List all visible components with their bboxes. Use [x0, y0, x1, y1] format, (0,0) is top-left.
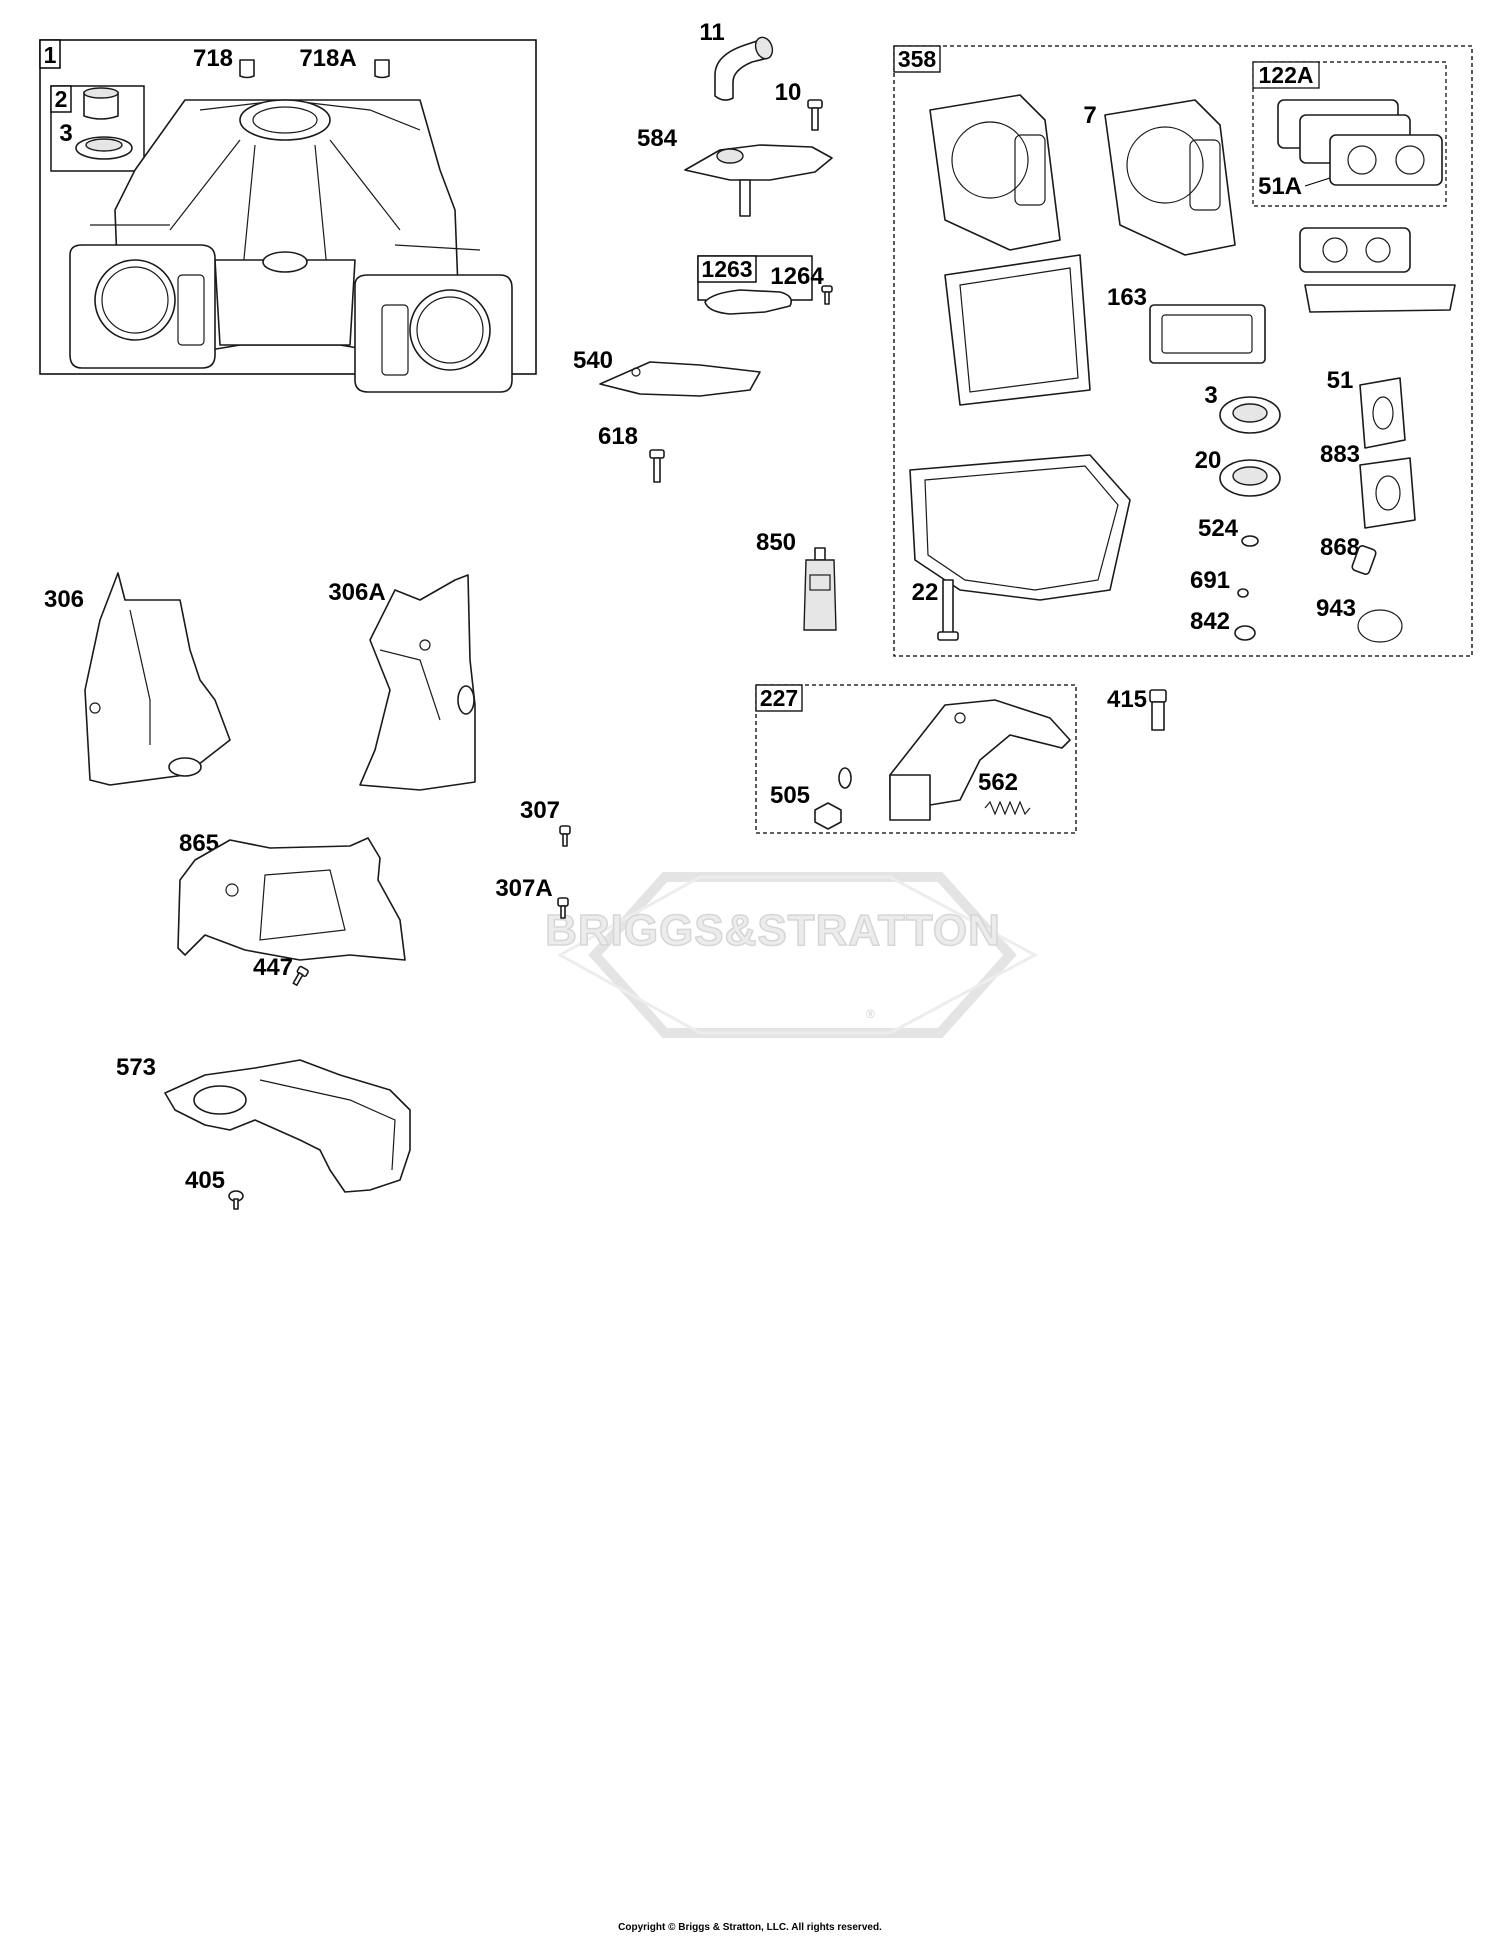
cylinder-head-gasket-7: [1104, 99, 1236, 256]
screw-307: [559, 825, 571, 847]
screw-307A: [557, 897, 569, 919]
intake-gaskets-122A: [1277, 99, 1443, 186]
group-227-frame: [755, 684, 1077, 834]
ring-842: [1234, 625, 1256, 641]
callout-11: 11: [699, 19, 724, 46]
valve-cover-gasket: [944, 254, 1091, 406]
callout-718A: 718A: [299, 45, 356, 72]
callout-307A: 307A: [495, 875, 552, 902]
bolt-22: [937, 579, 959, 641]
callout-718: 718: [193, 45, 233, 72]
spring-562: [984, 800, 1031, 816]
washer-691: [1237, 588, 1249, 598]
callout-163: 163: [1107, 284, 1147, 311]
intake-gasket-strip: [1304, 284, 1456, 313]
shield-865: [177, 837, 406, 961]
screw-447: [292, 965, 309, 986]
shroud-parts: 306 306A 307 865 307A: [44, 572, 571, 1210]
callout-20: 20: [1195, 447, 1222, 474]
cylinder-shroud-306: [84, 572, 231, 786]
callout-306: 306: [44, 586, 84, 613]
group-122A-frame: [1252, 61, 1447, 207]
briggs-stratton-watermark: BRIGGS&STRATTON ®: [544, 872, 1039, 1038]
callout-573: 573: [116, 1054, 156, 1081]
group-227-label: 227: [760, 685, 798, 711]
callout-524: 524: [1198, 515, 1239, 542]
cylinder-head-gasket: [929, 94, 1061, 251]
nut-505: [814, 802, 842, 830]
group-358-frame: [893, 45, 1473, 657]
callout-415: 415: [1107, 686, 1147, 713]
callout-943: 943: [1316, 595, 1356, 622]
group-1-frame: [39, 39, 537, 375]
oil-seal-20: [1219, 459, 1281, 497]
callout-7: 7: [1083, 102, 1096, 129]
watermark-text: BRIGGS&STRATTON: [545, 906, 1001, 955]
breather-cover-1263: [704, 289, 793, 315]
callout-3-seal: 3: [59, 120, 72, 147]
callout-540: 540: [573, 347, 613, 374]
oil-seal-3: [1219, 396, 1281, 434]
dowel-pin-718A: [374, 59, 390, 79]
washer-227: [838, 767, 852, 789]
group-1-cylinder-block: 1 2 3 718 718A: [39, 39, 537, 393]
breather-tube-parts: 11 10 584 1263 1264 540 618: [573, 19, 837, 631]
group-122A-label: 122A: [1259, 62, 1314, 88]
group-358-label: 358: [898, 46, 937, 72]
group-358-gasket-set: 358 7 122A 51A: [893, 45, 1473, 657]
gasket-51: [1359, 377, 1406, 449]
callout-10: 10: [775, 79, 802, 106]
watermark-registered: ®: [866, 1007, 875, 1021]
control-bracket-227: [889, 699, 1071, 821]
intake-gasket-outline: [1299, 227, 1411, 273]
o-ring-943: [1357, 609, 1403, 643]
callout-1264: 1264: [770, 263, 824, 290]
oil-seal-part-3: [75, 136, 133, 160]
gasket-163: [1149, 304, 1266, 364]
cylinder-shroud-306A: [359, 574, 476, 791]
callout-850: 850: [756, 529, 796, 556]
group-2-frame: [50, 85, 145, 172]
copyright-notice: Copyright © Briggs & Stratton, LLC. All …: [618, 1922, 882, 1933]
callout-691: 691: [1190, 567, 1230, 594]
sealant-tube-850: [803, 547, 837, 631]
group-2-label: 2: [55, 86, 68, 112]
screw-618: [649, 449, 665, 483]
screw-405: [228, 1190, 244, 1210]
callout-584: 584: [637, 125, 678, 152]
callout-868: 868: [1320, 534, 1360, 561]
engine-block-illustration: [69, 99, 513, 393]
callout-562: 562: [978, 769, 1018, 796]
callout-51: 51: [1327, 367, 1354, 394]
screw-10: [807, 99, 823, 131]
part-868: [1351, 545, 1377, 575]
callout-405: 405: [185, 1167, 225, 1194]
ring-524: [1241, 535, 1259, 547]
callout-505: 505: [770, 782, 810, 809]
group-1-label: 1: [44, 42, 57, 68]
callout-51A: 51A: [1258, 173, 1302, 200]
gasket-540: [599, 361, 761, 397]
callout-3-seal-set: 3: [1204, 382, 1217, 409]
crankcase-gasket: [909, 454, 1131, 601]
group-227-bracket: 227 505 562: [755, 684, 1077, 834]
breather-tube-11: [714, 39, 769, 101]
dowel-pin-718: [239, 59, 255, 79]
blower-housing-573: [164, 1059, 411, 1193]
screw-1264: [821, 285, 833, 305]
callout-22: 22: [912, 579, 939, 606]
callout-306A: 306A: [328, 579, 385, 606]
breather-plate-584: [684, 144, 833, 217]
callout-883: 883: [1320, 441, 1360, 468]
group-1263-label: 1263: [701, 256, 752, 282]
callout-447: 447: [253, 954, 293, 981]
bushing-part-2: [83, 87, 119, 120]
fitting-415: [1149, 689, 1167, 731]
callout-618: 618: [598, 423, 638, 450]
callout-842: 842: [1190, 608, 1230, 635]
callout-307: 307: [520, 797, 560, 824]
gasket-883: [1359, 457, 1416, 529]
